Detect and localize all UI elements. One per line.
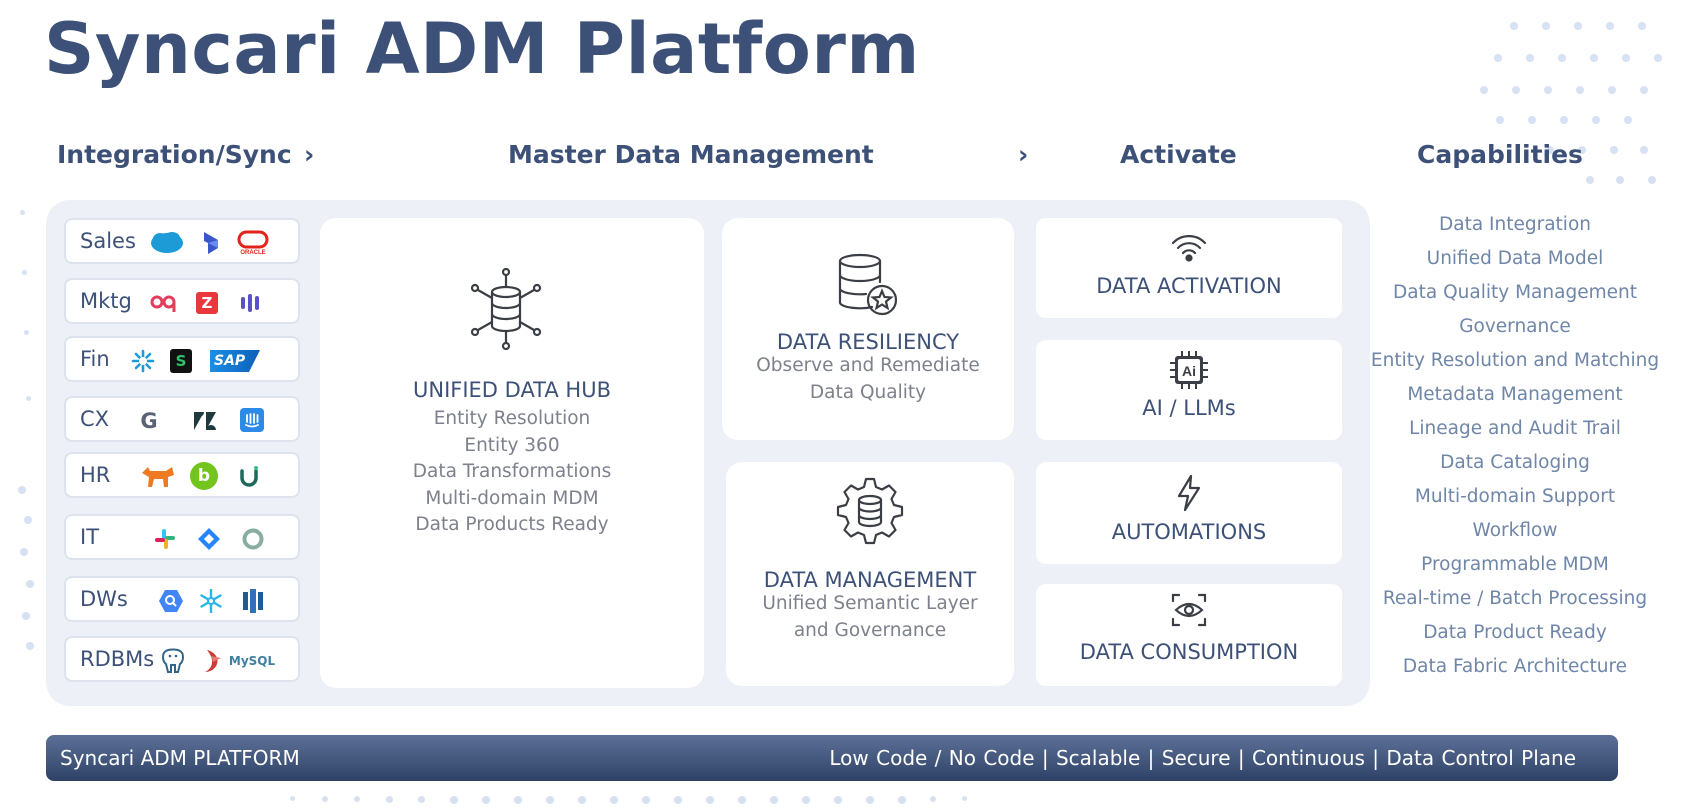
database-gear-icon bbox=[835, 476, 905, 550]
source-label: IT bbox=[80, 525, 100, 549]
data-management-description: Unified Semantic Layer and Governance bbox=[726, 591, 1014, 644]
capability-item: Data Product Ready bbox=[1423, 622, 1607, 643]
data-consumption-card: DATA CONSUMPTION bbox=[1036, 584, 1342, 686]
hub-feature: Data Transformations bbox=[412, 461, 612, 482]
capability-item: Multi-domain Support bbox=[1414, 486, 1616, 507]
capability-item: Data Integration bbox=[1439, 214, 1591, 235]
data-management-card: DATA MANAGEMENT Unified Semantic Layer a… bbox=[726, 462, 1014, 686]
capability-item: Data Quality Management bbox=[1393, 282, 1637, 303]
footer-attributes: Low Code / No Code | Scalable | Secure |… bbox=[829, 746, 1576, 770]
intercom-logo-icon bbox=[240, 408, 264, 432]
ukg-logo-icon bbox=[236, 464, 262, 490]
hub-feature: Multi-domain MDM bbox=[425, 487, 599, 509]
marketo-logo-icon bbox=[150, 290, 176, 316]
unified-data-hub-features: Entity Resolution Entity 360 Data Transf… bbox=[320, 406, 704, 539]
unified-data-hub-card: UNIFIED DATA HUB Entity Resolution Entit… bbox=[320, 218, 704, 688]
header-activate: Activate bbox=[1120, 140, 1237, 169]
header-integration: Integration/Sync bbox=[57, 140, 292, 169]
source-row-fin: Fin S SAP bbox=[64, 336, 300, 382]
sap-logo-icon: SAP bbox=[210, 350, 260, 372]
source-row-it: IT bbox=[64, 514, 300, 560]
hub-feature: Data Products Ready bbox=[415, 514, 609, 535]
salesforce-logo-icon bbox=[150, 230, 184, 256]
activation-label: AUTOMATIONS bbox=[1111, 520, 1267, 544]
source-label: Fin bbox=[80, 347, 110, 371]
postgresql-logo-icon bbox=[160, 648, 186, 674]
automations-card: AUTOMATIONS bbox=[1036, 462, 1342, 564]
data-resiliency-card: DATA RESILIENCY Observe and Remediate Da… bbox=[722, 218, 1014, 440]
eye-icon bbox=[1170, 592, 1208, 632]
capability-item: Data Fabric Architecture bbox=[1402, 656, 1628, 677]
bigquery-logo-icon bbox=[158, 588, 184, 614]
okta-logo-icon bbox=[240, 526, 266, 552]
header-capabilities: Capabilities bbox=[1417, 140, 1583, 169]
source-label: CX bbox=[80, 407, 110, 431]
capability-item: Metadata Management bbox=[1407, 384, 1623, 405]
source-row-rdbms: RDBMs MySQL bbox=[64, 636, 300, 682]
capability-item: Entity Resolution and Matching bbox=[1370, 350, 1660, 371]
activation-label: AI / LLMs bbox=[1142, 396, 1236, 420]
google-logo-icon: G bbox=[140, 409, 158, 433]
source-label: Mktg bbox=[80, 289, 132, 313]
page-title: Syncari ADM Platform bbox=[44, 8, 920, 90]
data-resiliency-description: Observe and Remediate Data Quality bbox=[722, 353, 1014, 406]
outreach-logo-icon bbox=[238, 290, 264, 316]
svg-text:ORACLE: ORACLE bbox=[240, 250, 265, 256]
capability-item: Governance bbox=[1459, 316, 1571, 337]
chevron-right-icon: › bbox=[1018, 140, 1029, 169]
lightning-icon bbox=[1176, 474, 1202, 516]
source-row-cx: CX G bbox=[64, 396, 300, 442]
footer-platform-name: Syncari ADM PLATFORM bbox=[60, 746, 300, 770]
resiliency-line: Data Quality bbox=[809, 381, 927, 403]
jira-logo-icon bbox=[196, 526, 222, 552]
capability-item: Workflow bbox=[1472, 520, 1558, 541]
source-label: HR bbox=[80, 463, 111, 487]
source-row-dws: DWs bbox=[64, 576, 300, 622]
data-resiliency-title: DATA RESILIENCY bbox=[776, 330, 960, 354]
source-label: DWs bbox=[80, 587, 128, 611]
platform-footer-bar: Syncari ADM PLATFORM Low Code / No Code … bbox=[46, 735, 1618, 781]
snowflake-logo-icon bbox=[198, 588, 224, 614]
oracle-logo-icon: ORACLE bbox=[236, 230, 270, 256]
slack-logo-icon bbox=[152, 526, 178, 552]
hub-feature: Entity Resolution bbox=[433, 408, 591, 429]
netsuite-logo-icon bbox=[130, 348, 156, 374]
database-network-icon bbox=[468, 267, 544, 354]
svg-text:Ai: Ai bbox=[1182, 363, 1196, 379]
data-management-title: DATA MANAGEMENT bbox=[763, 568, 977, 592]
capability-item: Lineage and Audit Trail bbox=[1409, 418, 1621, 439]
database-star-icon bbox=[834, 252, 900, 322]
management-line: Unified Semantic Layer bbox=[762, 593, 978, 614]
redshift-logo-icon bbox=[240, 588, 266, 614]
header-mdm: Master Data Management bbox=[508, 140, 874, 169]
resiliency-line: Observe and Remediate bbox=[756, 355, 980, 376]
hub-feature: Entity 360 bbox=[464, 434, 560, 456]
unified-data-hub-title: UNIFIED DATA HUB bbox=[412, 378, 611, 402]
capability-item: Real-time / Batch Processing bbox=[1382, 588, 1648, 609]
capability-item: Data Cataloging bbox=[1440, 452, 1590, 473]
sage-logo-icon: S bbox=[170, 349, 192, 373]
bamboohr-logo-icon: b bbox=[190, 462, 218, 490]
zendesk-logo-icon bbox=[192, 408, 218, 434]
source-label: RDBMs bbox=[80, 647, 155, 671]
ai-llms-card: Ai AI / LLMs bbox=[1036, 340, 1342, 440]
source-row-mktg: Mktg Z bbox=[64, 278, 300, 324]
chevron-right-icon: › bbox=[304, 140, 315, 169]
source-row-hr: HR b bbox=[64, 452, 300, 498]
wireless-signal-icon bbox=[1170, 232, 1208, 268]
activation-label: DATA CONSUMPTION bbox=[1079, 640, 1299, 664]
zoominfo-logo-icon: Z bbox=[196, 292, 218, 314]
management-line: and Governance bbox=[793, 619, 947, 641]
capability-item: Programmable MDM bbox=[1421, 554, 1609, 575]
source-label: Sales bbox=[80, 229, 136, 253]
data-activation-card: DATA ACTIVATION bbox=[1036, 218, 1342, 318]
workday-logo-icon bbox=[140, 464, 176, 490]
sqlserver-logo-icon bbox=[200, 648, 226, 674]
ai-chip-icon: Ai bbox=[1169, 350, 1209, 394]
capability-item: Unified Data Model bbox=[1426, 248, 1604, 269]
microsoft-dynamics-logo-icon bbox=[198, 230, 224, 256]
activation-label: DATA ACTIVATION bbox=[1096, 274, 1282, 298]
source-row-sales: Sales ORACLE bbox=[64, 218, 300, 264]
mysql-logo-icon: MySQL bbox=[228, 654, 276, 668]
